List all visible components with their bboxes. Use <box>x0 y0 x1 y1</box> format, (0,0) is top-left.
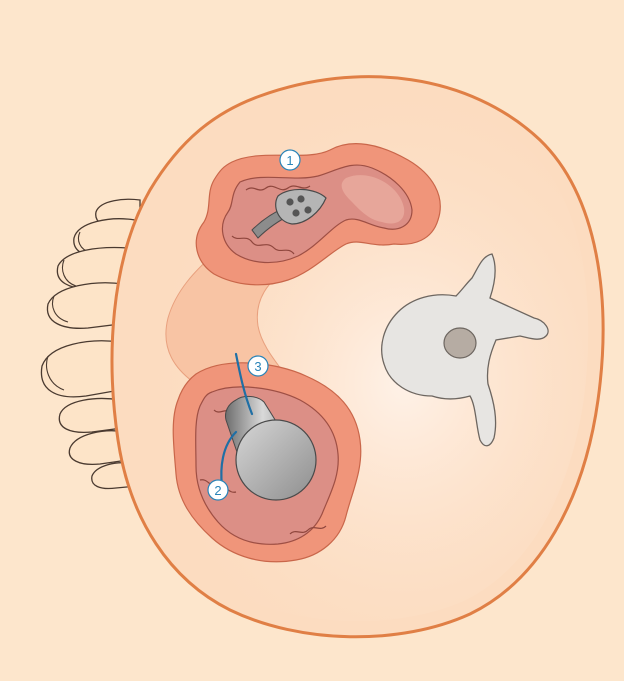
endoscope-port-1 <box>286 198 293 205</box>
callout-2: 2 <box>208 480 228 500</box>
callout-1: 1 <box>280 150 300 170</box>
endoscope-port-3 <box>292 209 299 216</box>
callout-2-label: 2 <box>214 483 221 498</box>
vertebra-body <box>444 328 476 358</box>
trocar-end <box>236 420 316 500</box>
callout-3: 3 <box>248 356 268 376</box>
endoscope-port-2 <box>297 195 304 202</box>
callout-3-label: 3 <box>254 359 261 374</box>
endoscope-port-4 <box>304 206 311 213</box>
callout-1-label: 1 <box>286 153 293 168</box>
